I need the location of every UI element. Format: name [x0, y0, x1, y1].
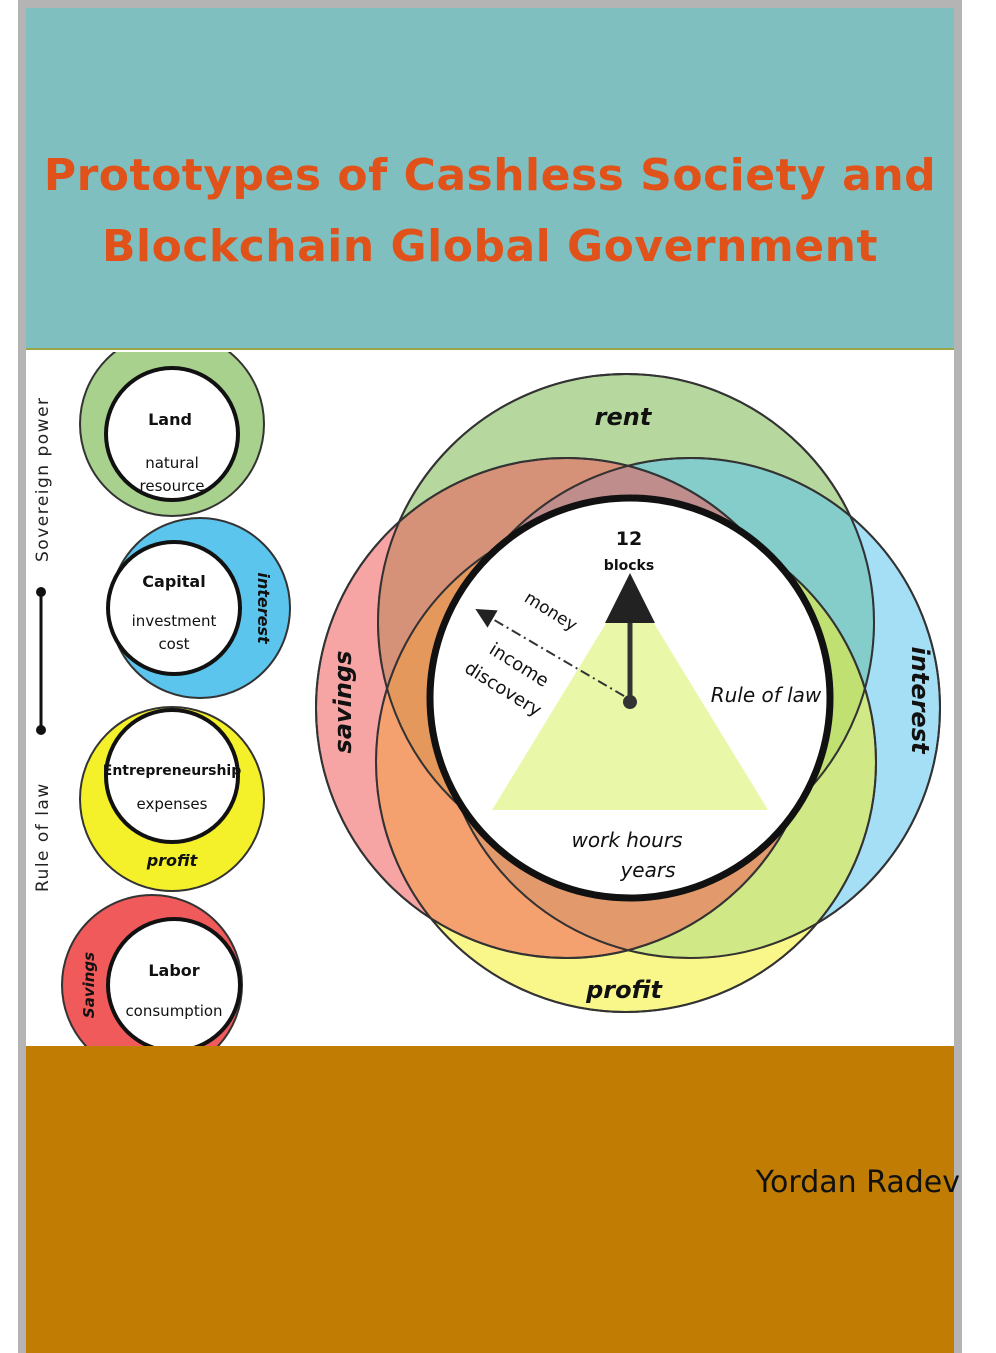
factor-labor-name: Labor [148, 961, 199, 980]
title-band: Prototypes of Cashless Society and Block… [26, 8, 954, 350]
factor-capital: Capital investment cost interest [106, 517, 291, 699]
bottom-band [26, 1046, 954, 1353]
ring-label-interest: interest [906, 647, 934, 755]
factor-land-inner-2: resource [140, 477, 205, 495]
factor-entrepreneurship: Entrepreneurship expenses profit [79, 706, 265, 892]
factor-entrepreneurship-name: Entrepreneurship [103, 763, 242, 779]
factor-capital-name: Capital [142, 572, 205, 591]
economic-cycle-diagram: Sovereign power Rule of law Land natural… [26, 331, 954, 1076]
ring-label-profit: profit [585, 976, 663, 1004]
factor-labor: Labor consumption Savings [61, 894, 243, 1076]
factor-entrepreneurship-inner: expenses [137, 795, 208, 813]
years-label: years [619, 858, 675, 882]
side-axis: Sovereign power Rule of law [33, 396, 53, 892]
factor-land-inner-1: natural [145, 454, 199, 472]
work-hours-label: work hours [572, 828, 683, 852]
factor-land-name: Land [148, 410, 192, 429]
ring-label-rent: rent [595, 403, 653, 431]
author-name: Yordan Radev [755, 1165, 960, 1200]
factor-capital-inner-1: investment [132, 612, 217, 630]
diagram-svg: Sovereign power Rule of law Land natural… [33, 331, 941, 1076]
factor-entrepreneurship-outer: profit [146, 851, 199, 870]
ring-label-savings: savings [329, 651, 357, 754]
money-arrow [475, 608, 625, 697]
book-cover: Prototypes of Cashless Society and Block… [26, 8, 954, 1353]
axis-dot-bottom [36, 725, 46, 735]
factor-capital-outer: interest [254, 572, 273, 645]
title-line-2: Blockchain Global Government [102, 221, 878, 272]
clock-face [426, 494, 834, 902]
factor-labor-inner: consumption [125, 1002, 222, 1020]
clock-word-blocks: blocks [604, 558, 654, 574]
factor-land: Land natural resource [79, 331, 265, 517]
axis-dot-top [36, 587, 46, 597]
rule-of-law-axis-label: Rule of law [33, 782, 53, 892]
rule-of-law-label: Rule of law [711, 683, 822, 707]
clock-center [623, 695, 637, 709]
title-line-1: Prototypes of Cashless Society and [43, 150, 937, 201]
factor-capital-inner-2: cost [158, 635, 189, 653]
factor-labor-outer: Savings [80, 952, 98, 1018]
sovereign-power-label: Sovereign power [33, 396, 53, 562]
clock-number-12: 12 [616, 528, 642, 550]
